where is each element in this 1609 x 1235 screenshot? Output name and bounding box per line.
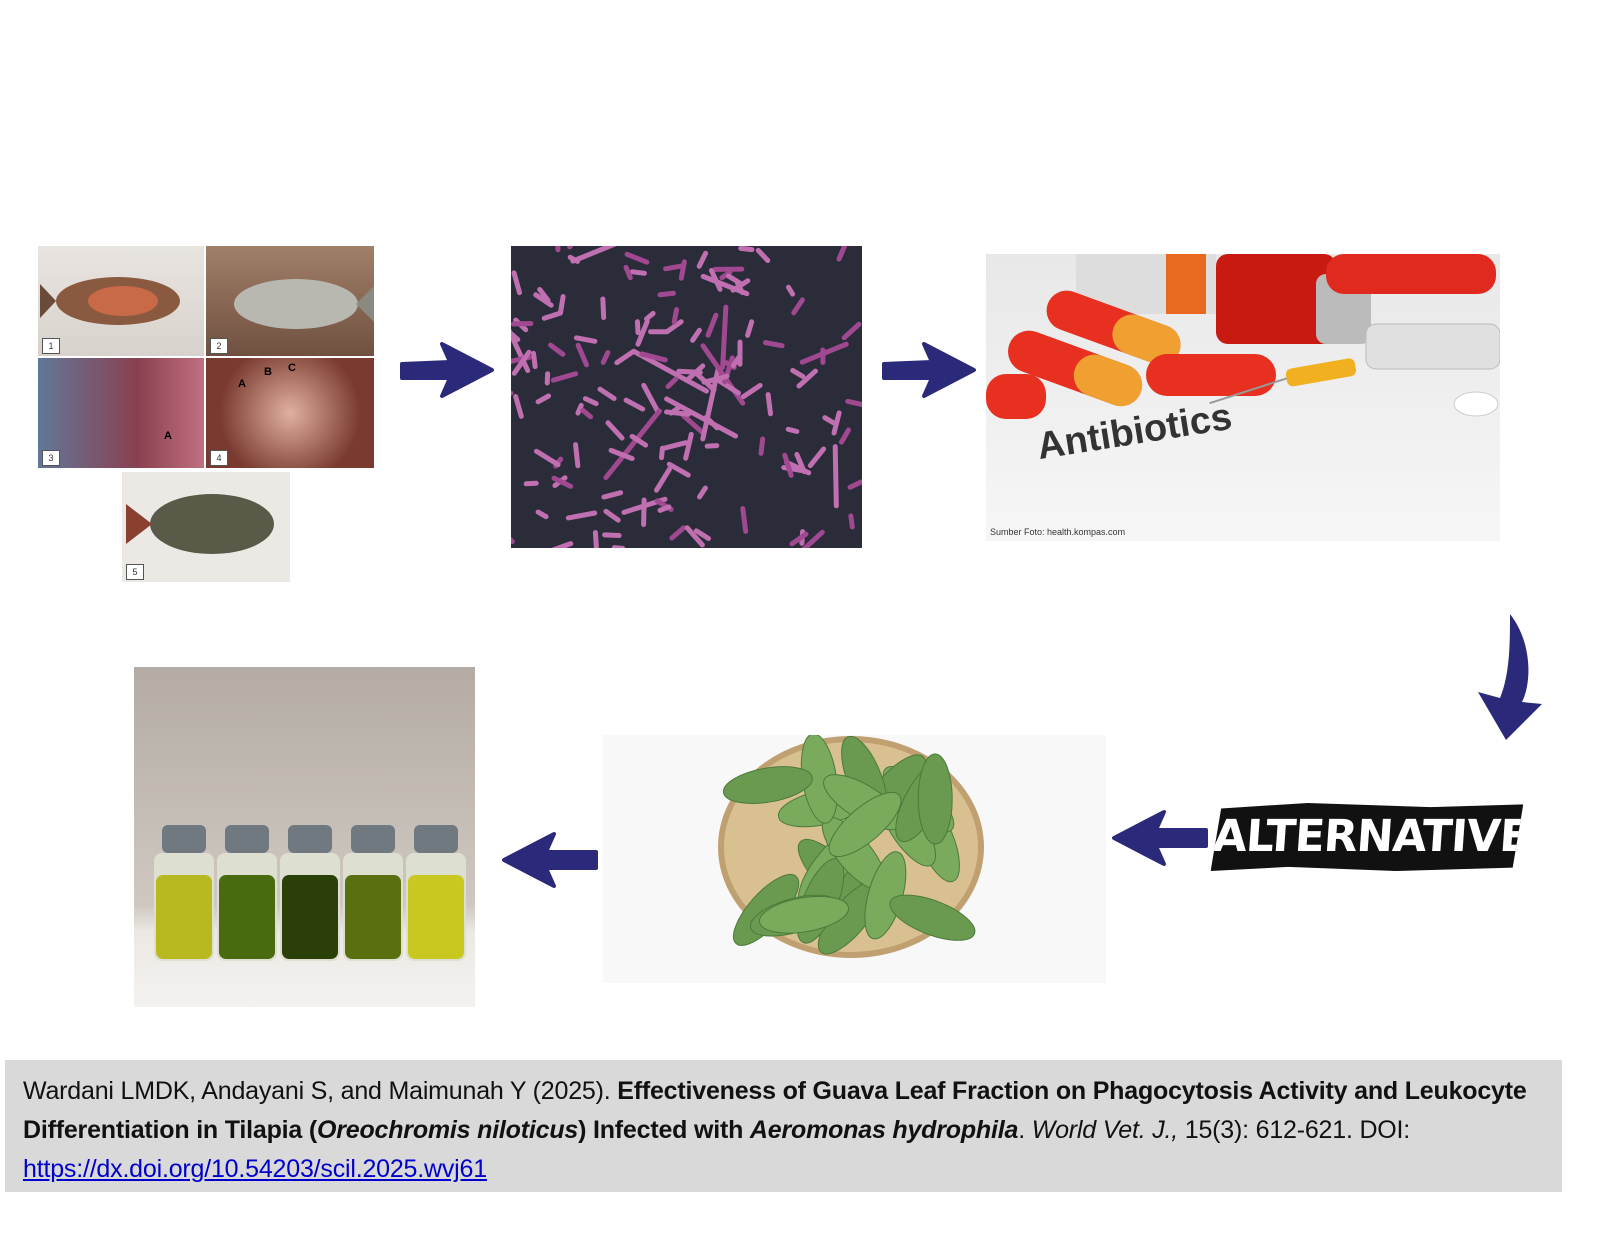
vial-cap xyxy=(288,825,332,853)
citation-box: Wardani LMDK, Andayani S, and Maimunah Y… xyxy=(5,1060,1562,1192)
vial-liquid xyxy=(156,875,212,959)
fish-label-5: 5 xyxy=(126,564,144,580)
fish-label-3: 3 xyxy=(42,450,60,466)
vial-liquid xyxy=(345,875,401,959)
arrow-right-icon xyxy=(882,342,976,398)
doi-link[interactable]: https://dx.doi.org/10.54203/scil.2025.wv… xyxy=(23,1155,487,1183)
citation-authors: Wardani LMDK, Andayani S, and Maimunah Y… xyxy=(23,1077,618,1105)
vial-cap xyxy=(414,825,458,853)
arrow-right-icon xyxy=(400,342,494,398)
fish-photo-4: A B C 4 xyxy=(206,358,374,468)
vial-cap xyxy=(351,825,395,853)
alternative-label: ALTERNATIVE xyxy=(1211,803,1524,871)
citation-text: Wardani LMDK, Andayani S, and Maimunah Y… xyxy=(23,1077,1527,1183)
annotation-a: A xyxy=(164,430,172,442)
citation-journal: World Vet. J., xyxy=(1024,1116,1179,1144)
citation-volume: 15(3): 612-621. DOI: xyxy=(1178,1116,1411,1144)
fish-photo-2: 2 xyxy=(206,246,374,356)
vial-cap xyxy=(162,825,206,853)
vial-liquid xyxy=(282,875,338,959)
fish-label-2: 2 xyxy=(210,338,228,354)
guava-leaves-image xyxy=(603,735,1106,983)
citation-title: Effectiveness of Guava Leaf Fraction on … xyxy=(23,1077,1527,1144)
fish-label-4: 4 xyxy=(210,450,228,466)
antibiotics-image: Antibiotics Sumber Foto: health.kompas.c… xyxy=(986,254,1500,541)
arrow-left-icon xyxy=(1112,810,1208,866)
bacteria-image xyxy=(511,246,862,548)
arrow-left-icon xyxy=(502,832,598,888)
vial-liquid xyxy=(219,875,275,959)
fish-symptoms-panel: 1 2 A 3 A B C 4 5 xyxy=(38,246,374,582)
vial-liquid xyxy=(408,875,464,959)
photo-credit: Sumber Foto: health.kompas.com xyxy=(990,527,1126,537)
guava-extract-vials-image xyxy=(134,667,475,1007)
fish-photo-3: A 3 xyxy=(38,358,204,468)
vial-cap xyxy=(225,825,269,853)
annotation-b: B xyxy=(264,366,272,378)
fish-photo-1: 1 xyxy=(38,246,204,356)
fish-photo-5: 5 xyxy=(122,472,290,582)
fish-label-1: 1 xyxy=(42,338,60,354)
annotation-c: C xyxy=(288,362,296,374)
alternative-text: ALTERNATIVE xyxy=(1211,811,1531,862)
annotation-a: A xyxy=(238,378,246,390)
curved-arrow-down-icon xyxy=(1478,614,1542,740)
